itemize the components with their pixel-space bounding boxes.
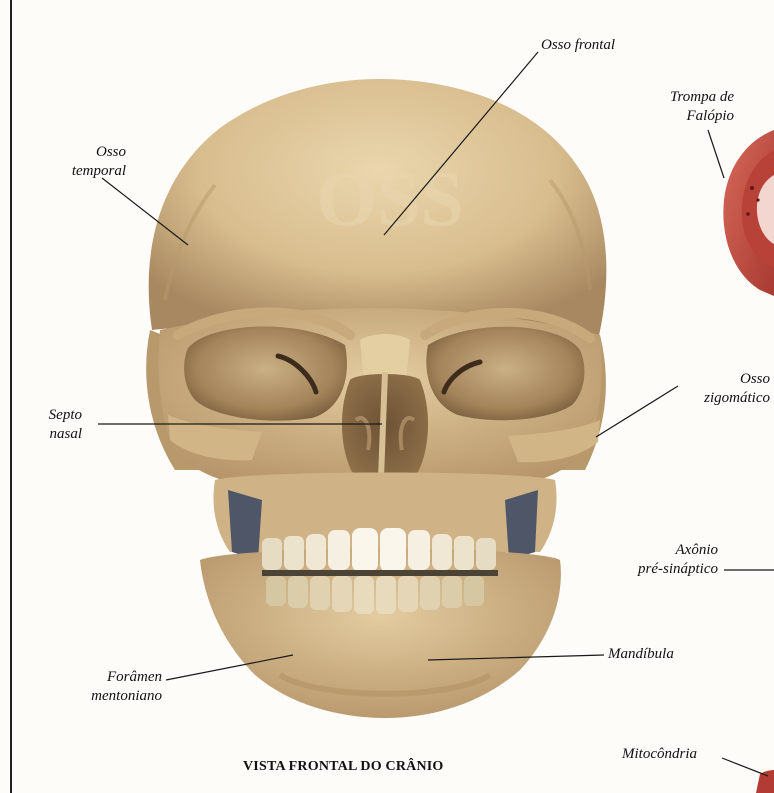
label-trompa-de-falopio: Trompa de Falópio — [644, 88, 734, 126]
occlusal-gap — [262, 570, 498, 576]
label-osso-temporal: Osso temporal — [60, 143, 126, 181]
left-molar-shadow — [228, 490, 262, 560]
label-axonio-pre-sinaptico: Axônio pré-sináptico — [612, 541, 718, 579]
label-septo-nasal: Septo nasal — [40, 406, 82, 444]
label-osso-zigomatico: Osso zigomático — [682, 370, 770, 408]
label-mitocondria: Mitocôndria — [622, 745, 697, 764]
leader-trompa-de-falopio — [708, 130, 724, 178]
leader-osso-zigomatico — [596, 386, 678, 437]
watermark-text: OSS — [316, 155, 463, 242]
figure-caption: VISTA FRONTAL DO CRÂNIO — [243, 759, 444, 775]
left-orbit — [184, 327, 347, 421]
leader-mitocondria — [722, 758, 768, 776]
label-osso-frontal: Osso frontal — [541, 36, 615, 55]
right-molar-shadow — [505, 490, 538, 560]
nasal-septum — [381, 372, 385, 478]
mitochondria-fragment — [756, 770, 774, 793]
label-mandibula: Mandíbula — [608, 645, 674, 664]
fallopian-tube-fragment — [723, 130, 774, 296]
right-orbit — [426, 327, 584, 420]
label-foramen-mentoniano: Forâmen mentoniano — [70, 668, 162, 706]
